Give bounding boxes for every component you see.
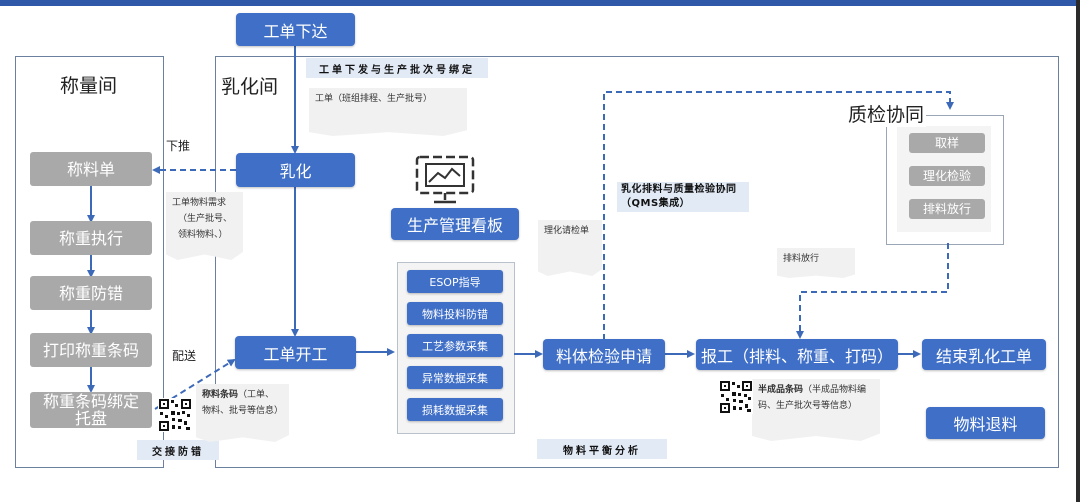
handover-banner: 交接防错 [137,440,219,460]
qc-step-physchem: 理化检验 [909,166,985,186]
inspection-request-note: 理化请检单 [538,220,602,276]
esop-step-guide: ESOP指导 [407,270,503,293]
line-qms-collab [603,91,954,340]
qc-step-release: 排料放行 [909,199,985,219]
emulsify-room-title: 乳化间 [221,76,279,98]
balance-banner: 物料平衡分析 [537,439,667,459]
esop-step-feeding: 物料投料防错 [407,302,503,325]
esop-step-abnormal: 异常数据采集 [407,366,503,389]
qc-step-sampling: 取样 [909,133,985,153]
weighing-step-bind-pallet: 称重条码绑定托盘 [30,392,152,428]
weighing-step-print: 打印称重条码 [30,333,152,367]
weigh-code-note: 称料条码（工单、物料、批号等信息） [196,384,289,442]
bind-batch-banner: 工单下发与生产批次号绑定 [306,58,488,78]
esop-step-loss: 损耗数据采集 [407,398,503,421]
weighing-step-execute: 称重执行 [30,221,152,255]
top-bar [0,0,1080,6]
right-edge-bar [1076,0,1080,502]
work-order-note: 工单（班组排程、生产批号） [309,88,467,136]
weighing-step-errorproof: 称重防错 [30,276,152,310]
finish-node: 结束乳化工单 [922,339,1046,370]
esop-step-params: 工艺参数采集 [407,334,503,357]
release-note: 排料放行 [777,248,855,278]
deliver-label: 配送 [172,349,197,363]
semi-code-body: （半成品物料编码、生产批次号等信息） [758,385,867,411]
monitor-chart-icon [415,155,475,204]
weigh-code-body: （工单、物料、批号等信息） [202,390,284,416]
report-node: 报工（排料、称重、打码） [696,339,898,370]
emulsify-node: 乳化 [236,153,355,187]
material-demand-note: 工单物料需求 （生产批号、领料物料、） [166,192,243,260]
weighing-room-title: 称量间 [60,75,118,97]
semi-code-qr-icon [719,380,753,414]
material-return-node: 物料退料 [926,407,1045,439]
production-board-node: 生产管理看板 [391,208,519,240]
semi-code-note: 半成品条码（半成品物料编码、生产批次号等信息） [752,379,880,441]
weigh-code-title: 称料条码 [202,390,239,400]
weigh-code-qr-icon [158,398,192,432]
material-demand-title: 工单物料需求 [172,198,227,208]
semi-code-title: 半成品条码 [758,385,804,395]
inspection-request-node: 料体检验申请 [543,339,665,370]
line-release [796,243,949,339]
weighing-step-order: 称料单 [30,152,152,186]
qc-title: 质检协同 [846,100,927,127]
work-order-issue-node: 工单下达 [236,13,355,46]
material-demand-body: （生产批号、领料物料、） [178,214,233,240]
push-down-label: 下推 [166,139,191,153]
work-order-start-node: 工单开工 [235,336,356,369]
qms-banner: 乳化排料与质量检验协同（QMS集成） [617,182,749,212]
